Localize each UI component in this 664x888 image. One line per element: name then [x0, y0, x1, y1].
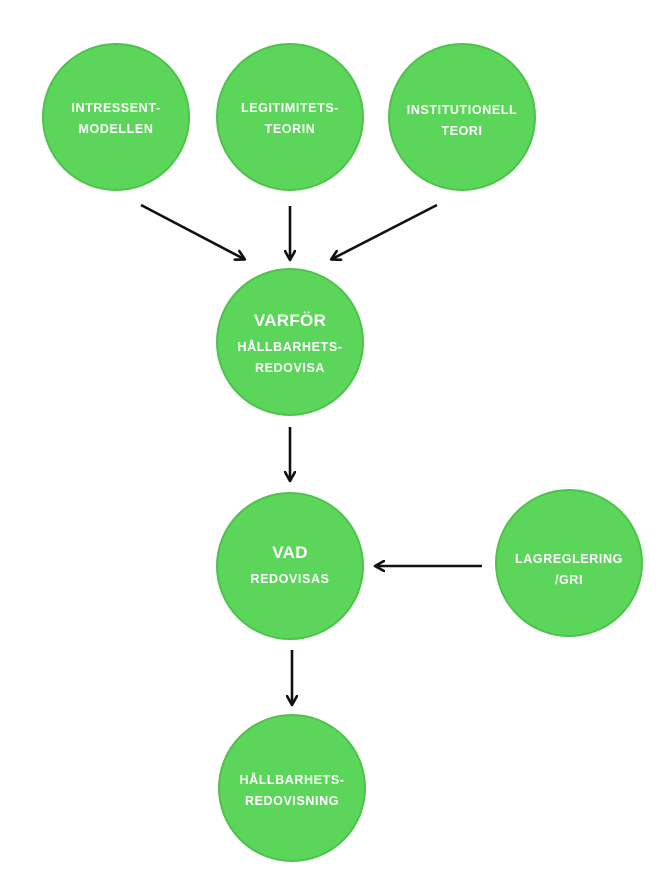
- node-label-line-1: LAGREGLERING: [515, 552, 623, 566]
- node-label-line-1: REDOVISAS: [250, 572, 329, 586]
- node-label-line-2: /GRI: [555, 573, 583, 587]
- node-lagreglering-gri: LAGREGLERING /GRI: [495, 489, 643, 637]
- node-circle: [388, 43, 536, 191]
- node-circle: [216, 268, 364, 416]
- edge-intressent-to-varfor: [140, 203, 244, 259]
- node-circle: [218, 714, 366, 862]
- node-label-line-1: INTRESSENT-: [71, 101, 160, 115]
- node-heading: VARFÖR: [254, 311, 326, 330]
- node-circle: [216, 492, 364, 640]
- node-label-line-1: INSTITUTIONELL: [407, 103, 517, 117]
- node-label-line-2: REDOVISA: [255, 361, 325, 375]
- node-institutionell-teori: INSTITUTIONELL TEORI: [388, 43, 536, 191]
- node-hallbarhetsredovisning: HÅLLBARHETS- REDOVISNING: [218, 714, 366, 862]
- node-label-line-2: REDOVISNING: [245, 794, 339, 808]
- node-heading: VAD: [272, 543, 308, 562]
- node-label-line-1: HÅLLBARHETS-: [239, 772, 344, 787]
- node-vad: VAD REDOVISAS: [216, 492, 364, 640]
- edges: [140, 203, 482, 704]
- node-label-line-2: MODELLEN: [79, 122, 154, 136]
- node-label-line-1: HÅLLBARHETS-: [237, 339, 342, 354]
- node-circle: [216, 43, 364, 191]
- edge-institutionell-to-varfor: [332, 203, 438, 259]
- node-varfor: VARFÖR HÅLLBARHETS- REDOVISA: [216, 268, 364, 416]
- node-label-line-2: TEORIN: [265, 122, 316, 136]
- node-circle: [42, 43, 190, 191]
- node-circle: [495, 489, 643, 637]
- node-label-line-1: LEGITIMITETS-: [241, 101, 339, 115]
- node-intressentmodellen: INTRESSENT- MODELLEN: [42, 43, 190, 191]
- node-label-line-2: TEORI: [441, 124, 482, 138]
- node-legitimitetsteorin: LEGITIMITETS- TEORIN: [216, 43, 364, 191]
